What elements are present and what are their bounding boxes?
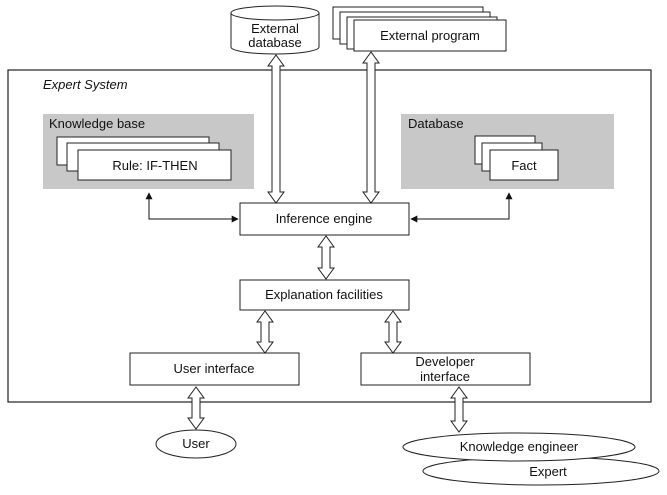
expert-system-frame [7,69,652,403]
knowledge-base-panel: Knowledge base Rule: IF-THEN [43,114,254,189]
external-database-label-line1: External [251,21,299,36]
expert-system-title: Expert System [43,77,128,92]
knowledge-engineer-ellipse [402,432,636,462]
arrow-explanation-developer-interface [384,310,402,354]
external-program-node: External program [332,6,507,52]
arrow-explanation-user-interface [256,310,274,354]
inference-engine-box [239,202,410,236]
arrow-external-program-inference [362,51,380,204]
database-title: Database [408,116,464,131]
user-interface-box [129,352,300,386]
arrow-inference-explanation [317,235,335,280]
database-panel: Database Fact [401,114,614,189]
knowledge-engineer-label: Knowledge engineer [460,439,579,454]
user-ellipse [155,429,237,459]
expert-label: Expert [529,464,567,479]
connector-knowledge-base-inference [145,192,239,223]
external-database-node: External database [230,5,320,55]
developer-interface-label-line2: interface [420,369,470,384]
arrow-developer-interface-knowledge-engineer [450,386,468,433]
external-program-label: External program [380,28,480,43]
rule-label: Rule: IF-THEN [112,158,197,173]
fact-label: Fact [511,158,537,173]
user-label: User [182,436,210,451]
explanation-facilities-box [239,279,410,311]
user-interface-label: User interface [174,361,255,376]
connector-database-inference [410,192,513,223]
explanation-facilities-label: Explanation facilities [265,287,383,302]
arrow-external-database-inference [267,54,285,204]
knowledge-base-title: Knowledge base [49,116,145,131]
arrow-user-interface-user [187,386,205,430]
developer-interface-box [360,352,531,386]
external-database-label-line2: database [248,35,302,50]
inference-engine-label: Inference engine [276,211,373,226]
developer-interface-label-line1: Developer [415,354,475,369]
